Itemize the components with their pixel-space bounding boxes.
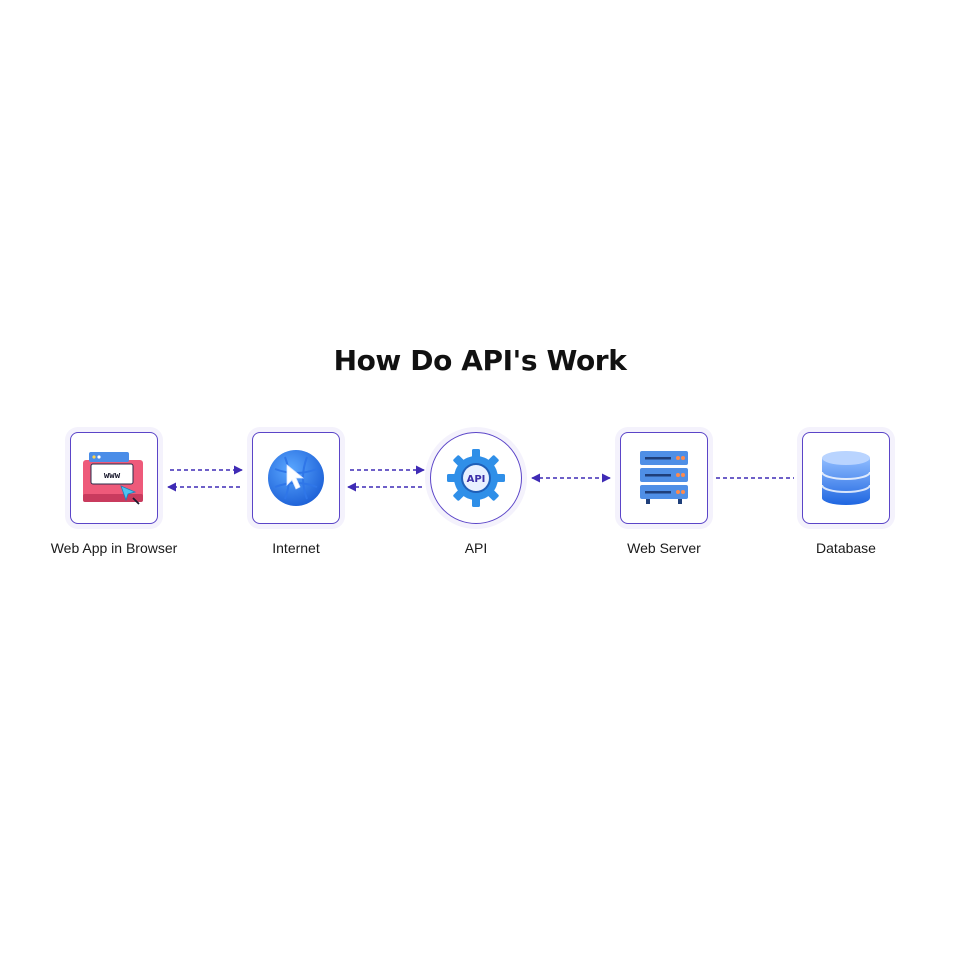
browser-url-text: www	[104, 471, 121, 481]
node-label-api: API	[464, 540, 488, 556]
node-web-server	[614, 426, 714, 530]
node-label-web-app: Web App in Browser	[50, 540, 178, 556]
node-database	[796, 426, 896, 530]
node-label-web-server: Web Server	[627, 540, 701, 556]
node-frame: www	[70, 432, 158, 524]
node-frame: API	[430, 432, 522, 524]
node-frame	[620, 432, 708, 524]
node-api: API	[426, 426, 526, 530]
api-icon-text: API	[467, 474, 486, 485]
database-icon	[821, 451, 871, 505]
api-gear-icon: API	[447, 449, 505, 507]
browser-window-icon: www	[83, 452, 143, 505]
diagram-title: How Do API's Work	[333, 344, 627, 377]
node-frame	[802, 432, 890, 524]
globe-icon	[268, 450, 324, 506]
node-web-app: www	[64, 426, 164, 530]
node-frame	[252, 432, 340, 524]
server-rack-icon	[640, 451, 688, 504]
node-internet	[246, 426, 346, 530]
node-label-database: Database	[816, 540, 876, 556]
node-label-internet: Internet	[272, 540, 320, 556]
